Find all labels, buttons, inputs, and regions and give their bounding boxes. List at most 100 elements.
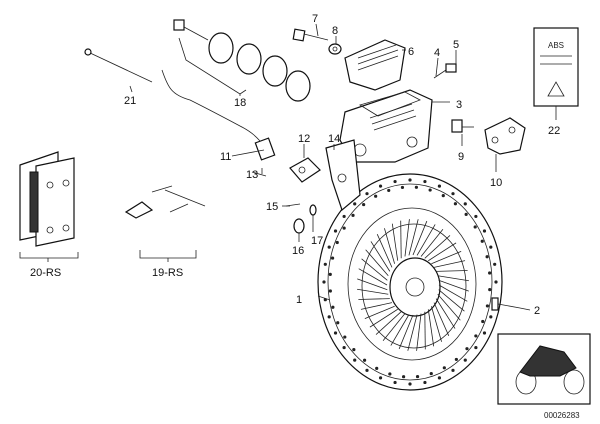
- disc-spoke: [435, 298, 456, 329]
- disc-hole: [335, 240, 339, 245]
- disc-spoke: [427, 309, 435, 347]
- disc-hole: [488, 287, 492, 292]
- disc-hole: [378, 376, 383, 380]
- disc-hole: [327, 315, 331, 319]
- disc-hole: [387, 188, 391, 193]
- disc-spoke: [358, 298, 390, 300]
- label-11: 11: [220, 151, 231, 163]
- disc-hole: [485, 255, 489, 259]
- disc-hole: [353, 202, 357, 206]
- disc-hole: [453, 202, 458, 206]
- label-15: 15: [266, 201, 278, 213]
- pad-housing: [344, 39, 406, 91]
- disc-hole: [482, 229, 487, 233]
- disc-hole: [481, 319, 485, 324]
- disc-spoke: [384, 228, 395, 264]
- disc-hole: [393, 179, 397, 184]
- disc-hole: [365, 192, 369, 196]
- disc-spoke: [407, 314, 418, 351]
- disc-spoke: [364, 305, 395, 320]
- disc-spoke: [358, 268, 388, 286]
- disc-hole: [408, 178, 412, 182]
- disc-spoke: [360, 302, 393, 310]
- disc-hole: [402, 375, 406, 379]
- disc-spoke: [365, 249, 389, 276]
- label-22: 22: [548, 125, 560, 137]
- sensor-rod: [84, 48, 153, 83]
- disc-hole: [463, 202, 467, 206]
- disc-spoke: [398, 314, 414, 350]
- disc-spoke: [412, 220, 428, 256]
- disc-hole: [437, 376, 442, 380]
- bleeder-screw: [433, 63, 457, 79]
- bolt-7: [292, 28, 329, 42]
- brake-caliper: [339, 89, 433, 163]
- pin-set: [124, 185, 206, 259]
- disc-hole: [429, 371, 433, 376]
- disc-hole: [451, 368, 455, 372]
- disc-hole: [451, 192, 455, 196]
- label-10: 10: [490, 177, 502, 189]
- disc-spoke: [361, 258, 388, 281]
- disc-hole: [454, 357, 458, 362]
- diagram-code: 00026283: [544, 411, 580, 420]
- disc-hole: [336, 321, 340, 325]
- disc-hole: [465, 347, 469, 351]
- mount-bracket: [289, 139, 361, 212]
- bolt-2: [491, 297, 521, 311]
- disc-hole: [362, 202, 366, 207]
- disc-hole: [428, 188, 432, 192]
- disc-hole: [463, 358, 467, 362]
- label-13: 13: [246, 169, 258, 181]
- abs-label: ABS: [533, 27, 579, 107]
- washer-8: [328, 43, 342, 55]
- disc-hole: [374, 194, 378, 198]
- disc-spoke: [357, 278, 388, 291]
- label-3: 3: [456, 99, 462, 111]
- label-6: 6: [408, 46, 414, 58]
- label-18: 18: [234, 97, 246, 109]
- disc-hole: [489, 315, 493, 319]
- label-2: 2: [534, 305, 540, 317]
- disc-spoke: [433, 302, 450, 336]
- disc-hole: [414, 185, 418, 189]
- brake-pads: [19, 151, 79, 259]
- disc-hole: [489, 245, 493, 249]
- disc-hole: [323, 262, 327, 266]
- disc-spoke: [424, 235, 451, 259]
- disc-hole: [442, 366, 446, 370]
- disc-hole: [343, 335, 347, 339]
- label-1: 1: [296, 294, 302, 306]
- label-17: 17: [311, 235, 323, 247]
- disc-hole: [493, 262, 497, 266]
- disc-hole: [415, 374, 420, 379]
- disc-hole: [362, 358, 367, 362]
- disc-hole: [408, 382, 412, 386]
- disc-hole: [352, 348, 356, 352]
- disc-spoke: [428, 242, 457, 262]
- disc-spoke: [375, 311, 402, 335]
- label-21: 21: [124, 95, 136, 107]
- label-5: 5: [453, 39, 459, 51]
- disc-spoke: [437, 275, 469, 282]
- label-7: 7: [312, 13, 318, 25]
- disc-hole: [441, 194, 445, 198]
- disc-spoke: [437, 294, 461, 321]
- bolt-screw: [173, 19, 209, 41]
- disc-hole: [474, 334, 478, 338]
- small-screws: [251, 171, 317, 234]
- disc-spoke: [416, 313, 422, 351]
- label-4: 4: [434, 47, 440, 59]
- motorcycle-thumbnail: 00026283: [497, 333, 591, 420]
- disc-hole: [388, 372, 392, 376]
- disc-hole: [474, 345, 478, 350]
- disc-spoke: [436, 270, 468, 272]
- disc-spoke: [431, 306, 442, 342]
- disc-hole: [351, 213, 355, 217]
- disc-spoke: [420, 228, 444, 257]
- disc-hole: [342, 345, 346, 350]
- label-16: 16: [292, 245, 304, 257]
- disc-hole: [333, 331, 338, 335]
- disc-hole: [423, 179, 427, 184]
